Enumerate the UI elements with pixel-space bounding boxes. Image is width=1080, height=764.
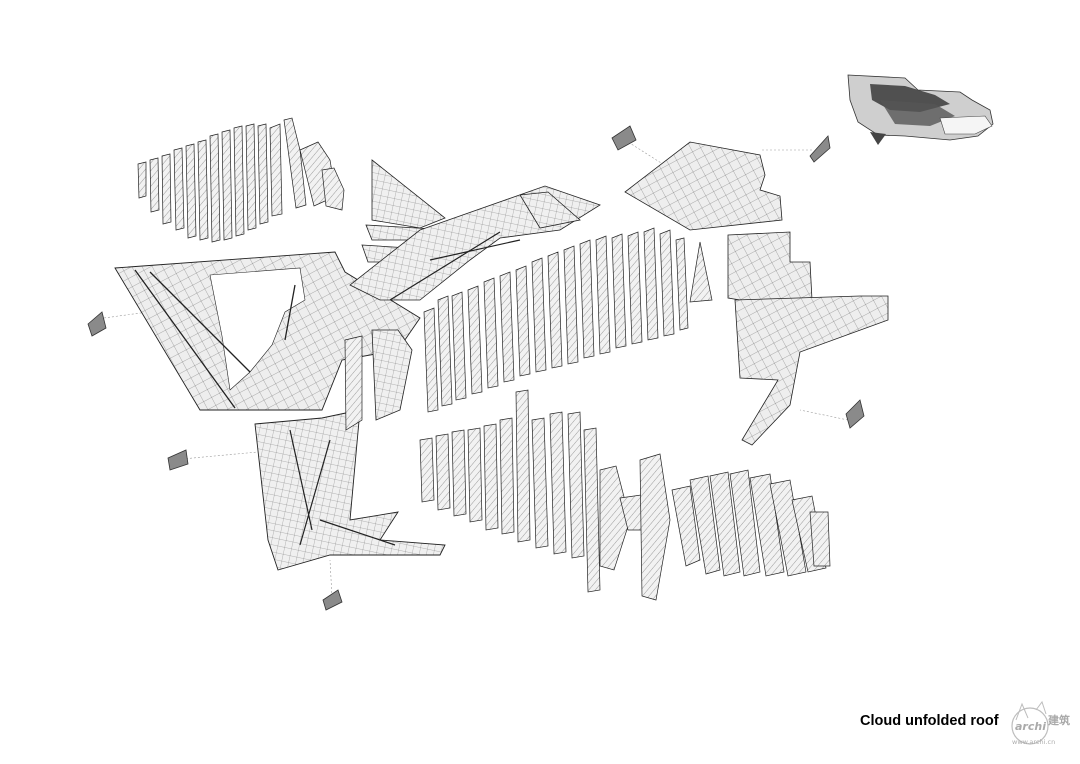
building-thumbnail	[847, 74, 994, 145]
strip-group-top-left	[137, 117, 345, 243]
panel-left-lower	[254, 329, 446, 571]
dark-panels	[87, 125, 865, 611]
strip-group-bottom	[419, 389, 831, 601]
watermark-brand: archi	[1015, 720, 1046, 733]
strip-group-middle	[423, 227, 713, 413]
panel-top-middle	[349, 159, 601, 301]
caption: Cloud unfolded roof	[860, 713, 999, 729]
panel-left-large	[114, 251, 421, 411]
panel-right-top	[624, 141, 889, 446]
watermark-url: www.archi.cn	[1012, 738, 1055, 746]
watermark-cn: 建筑	[1048, 713, 1070, 727]
connector-panels	[103, 139, 849, 598]
archi-logo: archi 建筑 www.archi.cn	[1011, 700, 1070, 746]
